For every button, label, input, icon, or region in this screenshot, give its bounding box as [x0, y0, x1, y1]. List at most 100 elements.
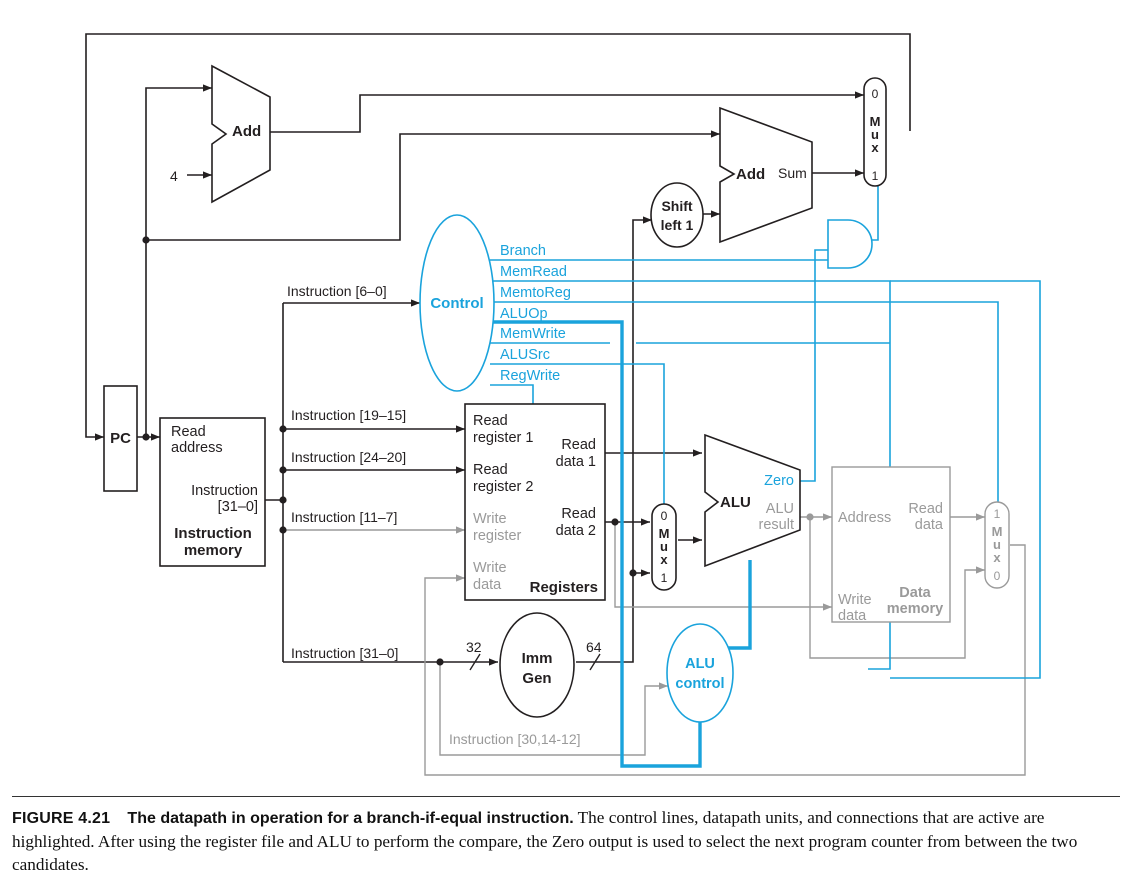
signal-alusrc: ALUSrc: [500, 347, 550, 363]
wire-zero: [800, 249, 828, 482]
datapath-diagram: PC Add 4 Add Sum 0 M u x 1 Shift left 1 …: [85, 33, 1041, 776]
svg-text:memory: memory: [184, 542, 243, 559]
svg-text:x: x: [660, 552, 668, 567]
pc-adder: Add: [211, 64, 271, 204]
inactive-wires: [283, 513, 1026, 776]
svg-text:Shift: Shift: [661, 198, 692, 214]
svg-text:Instruction [11–7]: Instruction [11–7]: [291, 509, 397, 525]
svg-text:data: data: [915, 517, 944, 533]
svg-text:1: 1: [661, 571, 668, 585]
wire-memtoreg: [490, 301, 999, 502]
wire-data2-to-mem: [614, 522, 832, 611]
svg-text:data: data: [838, 608, 867, 624]
svg-text:x: x: [993, 550, 1001, 565]
branch-adder-label: Add: [736, 166, 765, 183]
svg-text:u: u: [993, 537, 1001, 552]
alu-control-unit: ALU control: [666, 623, 734, 723]
branch-and-gate: [827, 219, 873, 269]
svg-text:Data: Data: [899, 585, 931, 601]
svg-text:Instruction: Instruction: [174, 525, 252, 542]
alu-label: ALU: [720, 494, 751, 511]
wire-alusrc: [490, 363, 665, 507]
svg-text:Address: Address: [838, 510, 891, 526]
svg-text:ALU: ALU: [766, 501, 794, 517]
svg-text:x: x: [871, 140, 879, 155]
svg-text:M: M: [992, 524, 1003, 539]
svg-text:Instruction [6–0]: Instruction [6–0]: [287, 283, 387, 299]
svg-text:M: M: [870, 114, 881, 129]
wire-regwrite: [490, 384, 534, 404]
svg-text:Instruction [30,14-12]: Instruction [30,14-12]: [449, 731, 581, 747]
svg-text:data 2: data 2: [556, 523, 596, 539]
svg-text:Read: Read: [171, 424, 206, 440]
control-wires: [490, 186, 1041, 768]
svg-text:result: result: [759, 517, 794, 533]
svg-text:Write: Write: [473, 511, 507, 527]
instruction-memory: Read address Instruction [31–0] Instruct…: [159, 417, 266, 567]
imm-gen-unit: Imm Gen 32 64: [466, 612, 602, 718]
signal-regwrite: RegWrite: [500, 368, 560, 384]
svg-text:Write: Write: [838, 592, 872, 608]
control-unit: Control: [419, 214, 495, 392]
sum-label: Sum: [778, 165, 807, 181]
signal-memwrite: MemWrite: [500, 326, 566, 342]
svg-text:control: control: [675, 676, 724, 692]
data-memory: Address Read data Write data Data memory: [831, 466, 951, 624]
wire-add-to-mux: [270, 91, 864, 133]
figure-title: The datapath in operation for a branch-i…: [127, 810, 574, 827]
svg-text:0: 0: [994, 569, 1001, 583]
wire-mux-to-pc: [85, 33, 911, 441]
signal-aluop: ALUOp: [500, 306, 548, 322]
svg-text:address: address: [171, 440, 223, 456]
register-file: Read register 1 Read register 2 Write re…: [464, 403, 606, 601]
svg-text:Write: Write: [473, 560, 507, 576]
svg-text:Instruction: Instruction: [191, 483, 258, 499]
wire-write-back: [424, 544, 1026, 776]
svg-text:u: u: [660, 539, 668, 554]
control-signal-labels: Branch MemRead MemtoReg ALUOp MemWrite A…: [500, 243, 571, 384]
svg-text:Instruction [19–15]: Instruction [19–15]: [291, 407, 406, 423]
svg-text:Gen: Gen: [522, 670, 551, 687]
svg-text:data: data: [473, 577, 502, 593]
svg-text:Read: Read: [473, 462, 508, 478]
svg-text:left 1: left 1: [661, 217, 694, 233]
figure-number: FIGURE 4.21: [12, 810, 111, 827]
wire-alu-result-bypass: [809, 517, 985, 659]
svg-text:[31–0]: [31–0]: [218, 499, 258, 515]
svg-text:data 1: data 1: [556, 454, 596, 470]
memtoreg-mux: 1 M u x 0: [984, 501, 1010, 589]
wire-aluop: [490, 320, 702, 768]
svg-text:memory: memory: [887, 601, 943, 617]
bits-out-label: 64: [586, 639, 602, 655]
wire-memread-ext: [890, 280, 1041, 679]
svg-text:u: u: [871, 127, 879, 142]
zero-label: Zero: [764, 473, 794, 489]
svg-text:register 2: register 2: [473, 479, 533, 495]
svg-text:Read: Read: [561, 506, 596, 522]
svg-text:1: 1: [872, 169, 879, 183]
svg-text:ALU: ALU: [685, 656, 715, 672]
wire-pc-to-branch-add: [146, 130, 720, 241]
svg-text:M: M: [659, 526, 670, 541]
svg-text:1: 1: [994, 507, 1001, 521]
instruction-field-labels: Instruction [6–0] Instruction [19–15] In…: [287, 283, 581, 747]
svg-text:Instruction [31–0]: Instruction [31–0]: [291, 645, 398, 661]
wire-imm-to-shift: [576, 216, 652, 663]
junctions: [142, 236, 814, 666]
wire-pc-to-add: [145, 84, 212, 437]
svg-text:Read: Read: [908, 501, 943, 517]
alu-src-mux: 0 M u x 1: [651, 503, 677, 591]
svg-text:0: 0: [661, 509, 668, 523]
pc-mux: 0 M u x 1: [863, 77, 887, 187]
pc-register: PC: [103, 385, 138, 492]
bits-in-label: 32: [466, 639, 482, 655]
svg-text:Read: Read: [473, 413, 508, 429]
signal-branch: Branch: [500, 243, 546, 259]
shift-left-unit: Shift left 1: [650, 182, 704, 248]
svg-text:0: 0: [872, 87, 879, 101]
alu-unit: ALU Zero ALU result: [704, 433, 801, 568]
pc-label: PC: [110, 430, 131, 447]
figure-caption: FIGURE 4.21 The datapath in operation fo…: [12, 796, 1120, 876]
svg-text:Instruction [24–20]: Instruction [24–20]: [291, 449, 406, 465]
active-wires: [85, 33, 911, 666]
